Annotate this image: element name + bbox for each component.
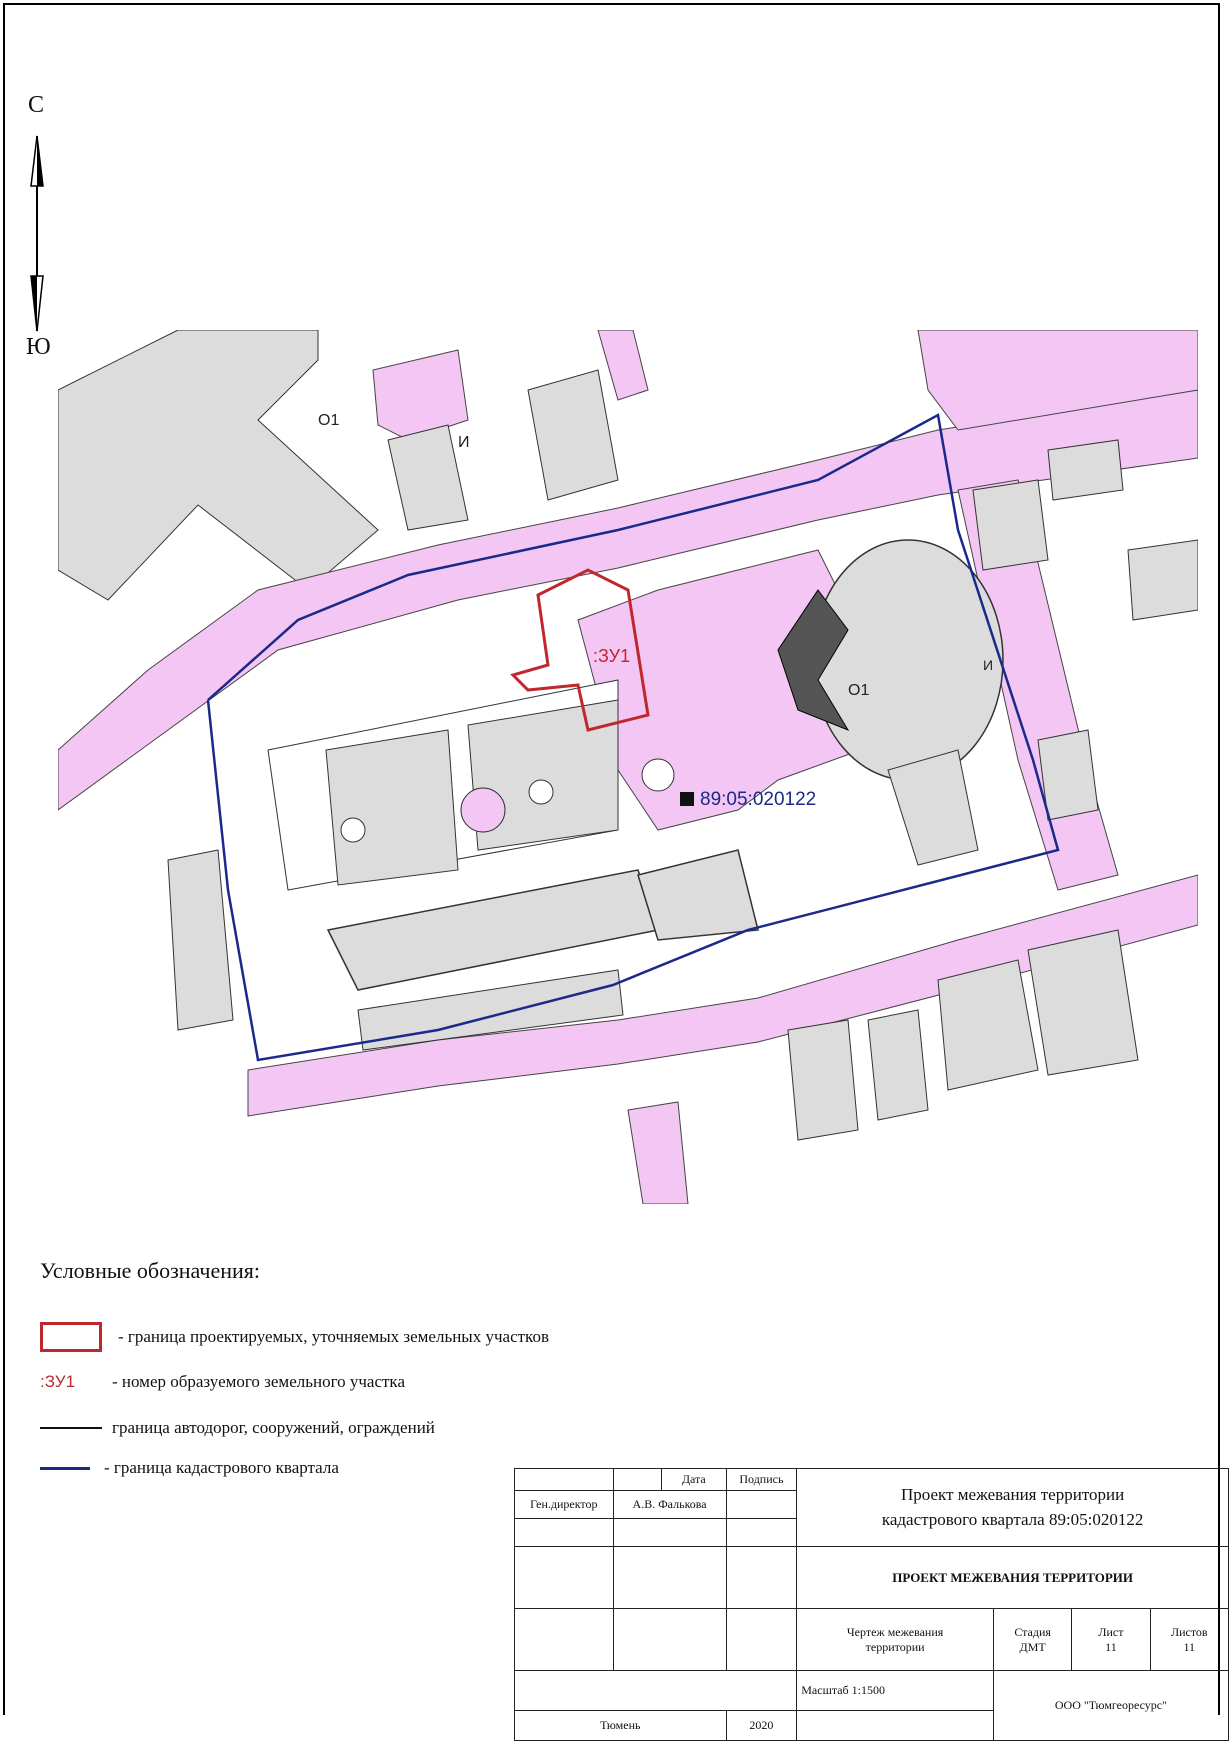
stamp-scale: Масштаб 1:1500 [796,1670,994,1711]
stamp-city: Тюмень [514,1710,727,1741]
stamp-date-header: Дата [661,1468,727,1491]
zone-label-o1-left: О1 [318,412,339,429]
stamp-role: Ген.директор [514,1490,614,1519]
stamp-company: ООО "Тюмгеоресурс" [992,1670,1229,1741]
roads-line-swatch [40,1427,102,1429]
zone-label-i-right: И [983,657,993,673]
legend-roads-row: граница автодорог, сооружений, ограждени… [40,1418,435,1438]
sheets-value: 11 [1183,1639,1196,1654]
south-letter: Ю [26,334,51,360]
stamp-blank [514,1468,614,1491]
cadastral-map[interactable]: :ЗУ1 89:05:020122 О1 И О1 И [58,330,1198,1204]
legend-roads-text: граница автодорог, сооружений, ограждени… [112,1418,435,1437]
drawing-name-line-2: территории [865,1639,925,1654]
legend-title: Условные обозначения: [40,1258,261,1283]
stamp-person: А.В. Фалькова [612,1490,727,1519]
sheets-label: Листов [1170,1624,1208,1639]
stamp-stage: Стадия ДМТ [992,1608,1073,1671]
stamp-signature-header: Подпись [725,1468,798,1491]
stamp-signature-cell [725,1490,798,1519]
drawing-name-line-1: Чертеж межевания [846,1624,944,1639]
parcel-label: :ЗУ1 [593,646,630,666]
legend-zu-sample: :ЗУ1 [40,1372,76,1391]
stamp-sheets: Листов 11 [1149,1608,1229,1671]
legend-zu-row: :ЗУ1 - номер образуемого земельного учас… [40,1372,405,1392]
drawing-frame [3,3,1220,1715]
north-letter: С [28,92,45,118]
quarter-line-swatch [40,1466,90,1470]
stamp-blank [612,1468,663,1491]
legend-parcel-text: - граница проектируемых, уточняемых земе… [118,1327,549,1346]
stamp-year: 2020 [725,1710,798,1741]
project-line-2: кадастрового квартала 89:05:020122 [881,1509,1144,1529]
legend-parcel-row: - граница проектируемых, уточняемых земе… [40,1322,549,1352]
legend-quarter-text: - граница кадастрового квартала [104,1458,339,1477]
zone-label-i-left: И [458,434,470,451]
parcel-swatch [40,1322,102,1352]
stamp-sheet: Лист 11 [1071,1608,1151,1671]
title-block: Дата Подпись Проект межевания территории… [513,1468,1229,1741]
stamp-doc-title: ПРОЕКТ МЕЖЕВАНИЯ ТЕРРИТОРИИ [796,1546,1229,1609]
sheet-label: Лист [1098,1624,1124,1639]
legend-quarter-row: - граница кадастрового квартала [40,1458,339,1478]
north-arrow-icon [30,135,44,332]
stamp-project-title: Проект межевания территории кадастрового… [796,1468,1229,1547]
zone-label-o1-right: О1 [848,682,869,699]
legend-zu-text: - номер образуемого земельного участка [112,1372,405,1391]
stage-label: Стадия [1014,1624,1051,1639]
stamp-drawing-name: Чертеж межевания территории [796,1608,994,1671]
stage-value: ДМТ [1019,1639,1046,1654]
quarter-number-label: 89:05:020122 [700,789,816,810]
project-line-1: Проект межевания территории [901,1484,1125,1504]
sheet-value: 11 [1105,1639,1117,1654]
